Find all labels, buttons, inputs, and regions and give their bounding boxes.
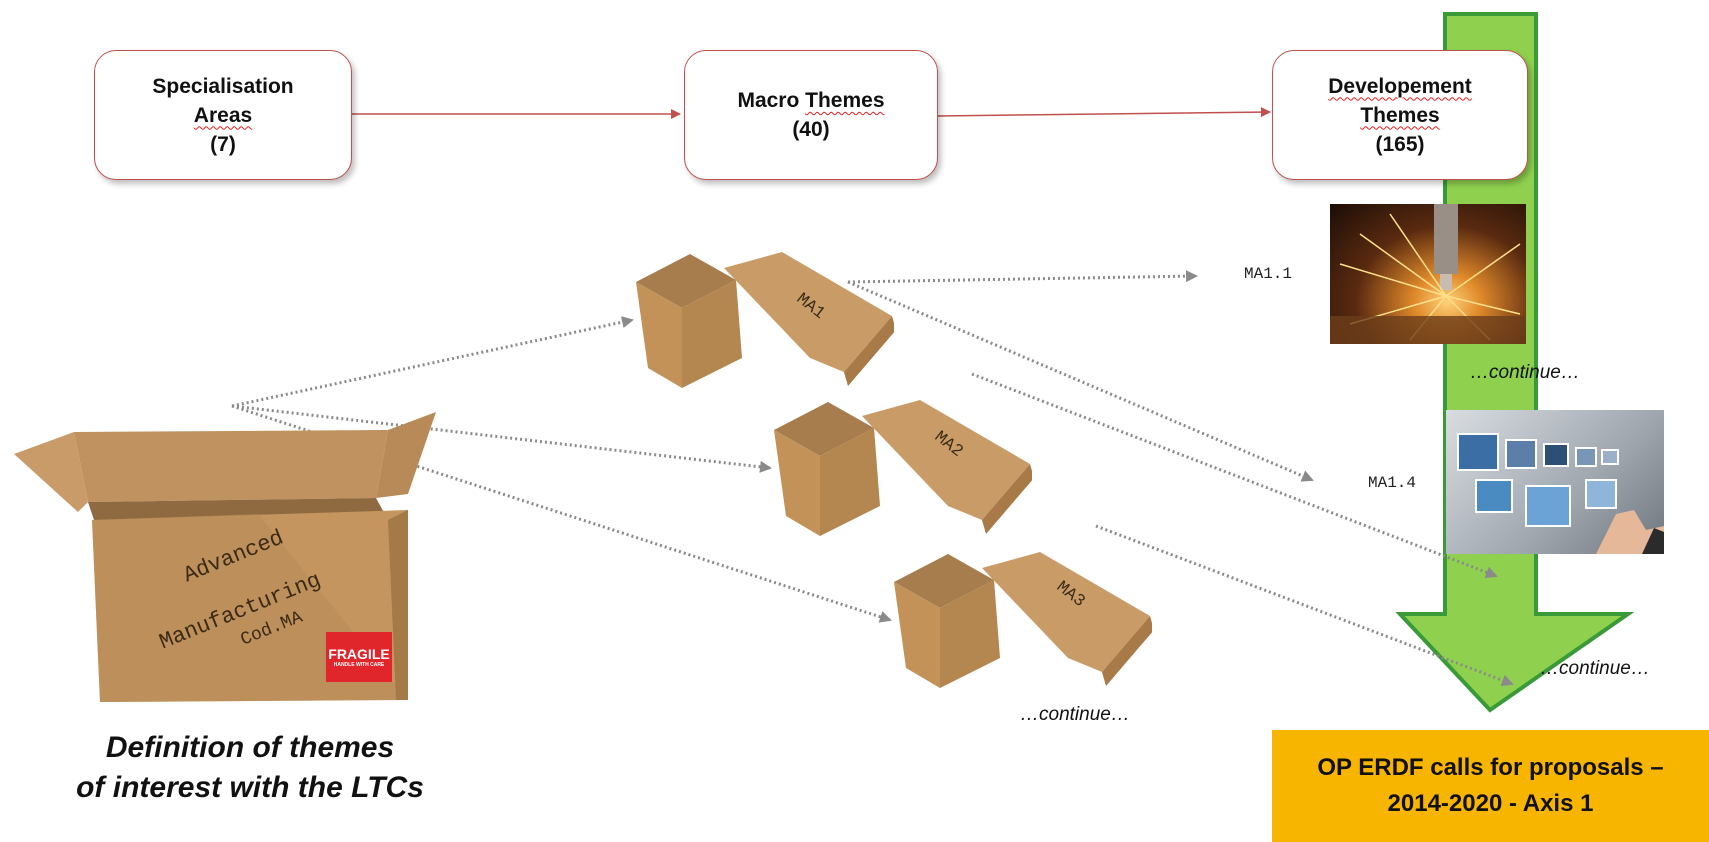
touchscreen-icon (1457, 433, 1664, 554)
development-line2: Themes (1360, 103, 1440, 127)
op-erdf-box: OP ERDF calls for proposals – 2014-2020 … (1272, 730, 1709, 842)
macro-word2: Themes (805, 89, 885, 112)
macro-count: (40) (792, 118, 830, 141)
ma2-box (774, 400, 1032, 536)
development-count: (165) (1375, 132, 1425, 156)
laser-sparks-icon (1330, 204, 1526, 344)
macro-themes-box: Macro Themes (40) (684, 50, 938, 180)
specialisation-line2: Areas (193, 103, 253, 127)
digital-screens-photo (1446, 410, 1664, 554)
ma3-box (894, 552, 1152, 688)
op-erdf-line2: 2014-2020 - Axis 1 (1387, 790, 1594, 817)
themes-definition-caption: Definition of themes of interest with th… (40, 728, 460, 808)
fragile-sticker: FRAGILE HANDLE WITH CARE (326, 632, 392, 682)
ma1-box (636, 252, 894, 388)
continue-label-bottom: …continue… (1020, 704, 1130, 725)
specialisation-areas-box: Specialisation Areas (7) (94, 50, 352, 180)
macro-title: Macro Themes (737, 86, 884, 115)
dotted-arrow-ma1-to-ma14 (847, 280, 1314, 482)
specialisation-count: (7) (210, 132, 236, 156)
specialisation-line1: Specialisation (152, 74, 294, 98)
theme-label-ma1-1: MA1.1 (1244, 265, 1293, 283)
dotted-arrow-ma1-to-ma11 (847, 270, 1198, 284)
continue-label-right: …continue… (1540, 658, 1650, 679)
dotted-arrow-ma3-to-green (1095, 524, 1514, 687)
fragile-sticker-title: FRAGILE (328, 646, 390, 662)
development-line1: Developement (1328, 74, 1472, 98)
dotted-arrow-ma-to-ma1 (231, 316, 634, 408)
laser-cutting-photo (1330, 204, 1526, 344)
continue-label-top: …continue… (1470, 362, 1580, 383)
op-erdf-line1: OP ERDF calls for proposals – (1317, 754, 1664, 781)
theme-label-ma1-4: MA1.4 (1368, 474, 1417, 492)
caption-line1: Definition of themes (105, 731, 395, 764)
fragile-sticker-sub: HANDLE WITH CARE (333, 662, 385, 668)
dotted-arrow-ma-to-ma2 (231, 404, 772, 473)
macro-word1: Macro (737, 89, 800, 112)
connector-macro-to-dev (937, 107, 1271, 118)
dotted-arrow-ma2-to-green (971, 372, 1498, 579)
caption-line2: of interest with the LTCs (76, 771, 424, 804)
development-themes-box: Developement Themes (165) (1272, 50, 1528, 180)
